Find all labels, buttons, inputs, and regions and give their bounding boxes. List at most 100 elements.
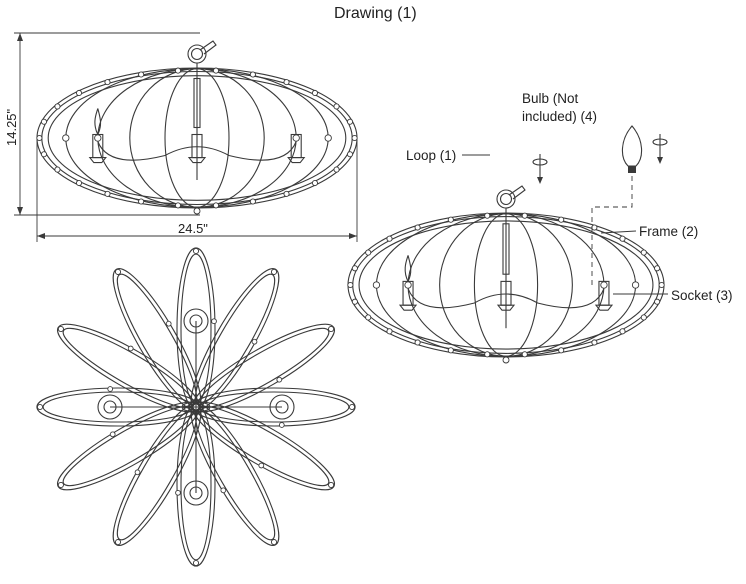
- frame-bead: [40, 118, 48, 125]
- petal-inner: [62, 327, 195, 409]
- petal-bead: [192, 559, 200, 567]
- socket-label: Socket (3): [671, 288, 733, 303]
- frame-bead: [414, 339, 421, 346]
- petal: [176, 247, 217, 411]
- frame-bead: [631, 281, 640, 289]
- petal: [192, 387, 356, 428]
- frame-bead: [104, 190, 111, 197]
- petal-bead: [276, 376, 283, 383]
- frame-bead: [54, 166, 61, 173]
- top-view-chandelier: [36, 247, 356, 567]
- bulb-flame: [404, 255, 412, 282]
- petal-bead: [57, 325, 64, 333]
- frame-bead: [346, 151, 354, 158]
- frame-bead: [346, 118, 354, 125]
- top-hub: [181, 401, 211, 413]
- center-column: [193, 77, 201, 129]
- petal-bead: [270, 268, 278, 275]
- petal-inner: [62, 405, 195, 487]
- bulb-label-line1: Bulb (Not: [522, 91, 579, 106]
- candle-cup: [287, 157, 306, 164]
- frame-bead: [484, 212, 491, 219]
- front-view-chandelier: [36, 40, 358, 215]
- width-dimension-label: 24.5": [178, 221, 208, 236]
- frame-bead: [640, 314, 647, 321]
- assembly-view-chandelier: [347, 185, 665, 364]
- frame-leader: [600, 230, 637, 234]
- rotate-arrowhead: [657, 157, 663, 164]
- frame-bead: [249, 71, 256, 78]
- frame-bead: [62, 134, 70, 142]
- frame-bead: [600, 281, 608, 289]
- frame-bead: [174, 202, 182, 209]
- petal-bead: [328, 325, 335, 333]
- bulb-dashed-leader: [591, 176, 633, 285]
- frame-bead: [372, 281, 381, 289]
- dimension-lines: [14, 32, 358, 242]
- frame-bead: [283, 190, 290, 197]
- frame-bead: [351, 134, 358, 142]
- frame-bead: [521, 212, 528, 219]
- frame-bead: [333, 103, 340, 110]
- frame-bead: [414, 224, 421, 231]
- frame-bead: [75, 179, 83, 187]
- socket-top: [183, 480, 209, 506]
- hanging-loop-inner: [499, 192, 513, 206]
- petal-inner: [116, 408, 198, 541]
- frame-bead: [591, 339, 598, 346]
- rotate-arrow-icons: [532, 134, 668, 184]
- frame-bead: [447, 216, 454, 223]
- petal: [36, 386, 200, 427]
- frame-bead: [619, 328, 626, 335]
- frame-bead: [365, 314, 372, 321]
- frame-bead: [654, 298, 661, 305]
- socket-top: [97, 394, 123, 420]
- frame-bead: [404, 281, 412, 289]
- frame-bead: [311, 89, 319, 97]
- petal-bead: [165, 320, 172, 327]
- frame-bead: [447, 347, 454, 354]
- petal-bead: [114, 268, 122, 275]
- socket-top: [269, 394, 295, 420]
- candle-cup: [88, 157, 107, 164]
- candle-arms: [407, 288, 605, 309]
- frame-bead: [351, 298, 358, 305]
- petal-bead: [175, 489, 181, 496]
- frame-bead: [591, 224, 598, 231]
- bottom-finial: [193, 207, 201, 215]
- petal-bead: [57, 481, 64, 489]
- frame-bead: [347, 281, 354, 289]
- frame-bead: [558, 347, 565, 354]
- petal-bead: [328, 481, 335, 489]
- bulb-flame: [94, 108, 102, 135]
- petal-bead: [36, 403, 44, 411]
- bulb-icon: [621, 125, 643, 173]
- frame-bead: [386, 235, 393, 242]
- frame-bead: [104, 79, 111, 86]
- hanging-loop-inner: [190, 47, 204, 61]
- petal-inner: [116, 273, 198, 406]
- petal-bead: [278, 422, 285, 428]
- socket-top-inner: [189, 314, 203, 328]
- petal-bead: [127, 345, 134, 352]
- frame-bead: [174, 67, 182, 74]
- height-dimension-label: 14.25": [4, 108, 19, 146]
- petal-bead: [109, 431, 116, 438]
- petal-bead: [192, 247, 200, 255]
- petal-outer: [112, 268, 202, 411]
- frame-bead: [558, 216, 565, 223]
- candle-cup: [187, 157, 207, 164]
- frame-bead: [54, 103, 61, 110]
- petal-bead: [270, 539, 278, 546]
- frame-bead: [94, 134, 102, 142]
- socket-top-inner: [103, 400, 117, 414]
- petal-bead: [134, 469, 141, 476]
- frame-bead: [654, 265, 661, 272]
- petal-bead: [114, 539, 122, 546]
- petal-bead: [251, 338, 258, 345]
- bulb-glass: [621, 125, 643, 167]
- loop-label: Loop (1): [406, 148, 457, 163]
- frame-bead: [138, 198, 145, 205]
